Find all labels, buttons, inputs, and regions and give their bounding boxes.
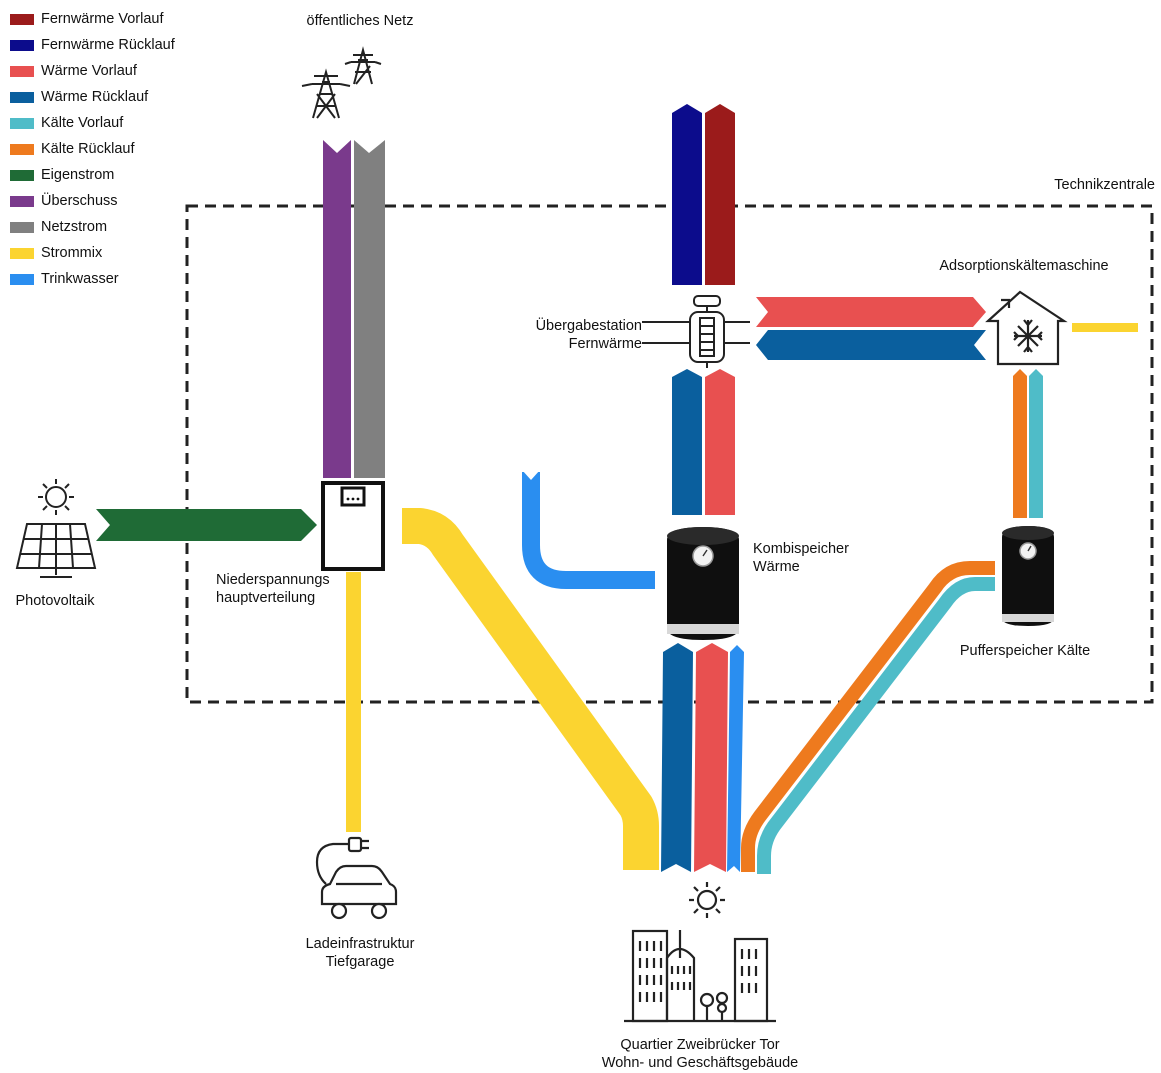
nshv-label: Niederspannungs hauptverteilung [216,571,330,607]
legend-item: Kälte Rücklauf [10,136,175,162]
grid-label: öffentliches Netz [306,13,414,29]
storage-tank-icon [1002,526,1054,626]
legend-item: Eigenstrom [10,162,175,188]
nshv-label-line2: hauptverteilung [216,590,316,606]
kombispeicher-label-line2: Wärme [753,559,800,575]
legend-label: Trinkwasser [41,271,119,287]
cooling-house-icon [985,290,1068,366]
legend-swatch [10,91,34,103]
nshv-label-line1: Niederspannungs [216,572,330,588]
flow-waerme-ruecklauf-adsorption [756,330,986,360]
adsorption-label: Adsorptionskältemaschine [939,258,1109,274]
legend-item: Wärme Rücklauf [10,84,175,110]
ladeinfrastruktur-label-line2: Tiefgarage [325,954,395,970]
legend-label: Fernwärme Rücklauf [41,37,175,53]
legend: Fernwärme Vorlauf Fernwärme Rücklauf Wär… [10,6,175,292]
uebergabe-label-line2: Fernwärme [568,336,642,352]
legend-item: Wärme Vorlauf [10,58,175,84]
legend-item: Überschuss [10,188,175,214]
substation-valve-icon [642,295,750,368]
flow-trinkwasser-kombi [522,472,655,589]
flow-eigenstrom [96,509,317,541]
flow-trinkwasser-notch [522,470,540,480]
legend-item: Netzstrom [10,214,175,240]
legend-label: Strommix [41,245,103,261]
technikzentrale-boundary [185,204,1154,704]
legend-swatch [10,195,34,207]
switchboard-icon [321,481,385,571]
flow-strommix-adsorption [1072,323,1138,332]
legend-label: Eigenstrom [41,167,115,183]
flow-kaelte-vorlauf-quartier [757,577,995,874]
legend-swatch [10,13,34,25]
pufferspeicher-label: Pufferspeicher Kälte [959,643,1091,659]
legend-swatch [10,39,34,51]
flow-waerme-ruecklauf-quartier [661,643,693,872]
flow-strommix-quartier [402,508,659,870]
legend-swatch [10,65,34,77]
legend-item: Fernwärme Vorlauf [10,6,175,32]
legend-item: Fernwärme Rücklauf [10,32,175,58]
quartier-label-line1: Quartier Zweibrücker Tor [620,1037,780,1053]
flow-netzstrom [354,140,385,478]
flow-kaelte-ruecklauf-puffer [1013,369,1027,518]
flow-trinkwasser-quartier [727,645,744,872]
flow-waerme-vorlauf-quartier [694,643,728,872]
legend-label: Kälte Rücklauf [41,141,135,157]
flow-fernwaerme-ruecklauf [672,104,702,285]
legend-label: Überschuss [41,193,118,209]
kombispeicher-label: Kombispeicher Wärme [753,540,849,576]
legend-label: Kälte Vorlauf [41,115,124,131]
flow-kaelte-vorlauf-puffer [1029,369,1043,518]
legend-swatch [10,247,34,259]
photovoltaik-label: Photovoltaik [15,593,95,609]
legend-label: Fernwärme Vorlauf [41,11,164,27]
legend-swatch [10,169,34,181]
legend-item: Trinkwasser [10,266,175,292]
legend-label: Netzstrom [41,219,108,235]
solar-panel-icon [15,479,97,578]
flow-waerme-vorlauf-kombi [705,369,735,515]
legend-label: Wärme Rücklauf [41,89,149,105]
flow-waerme-ruecklauf-kombi [672,369,702,515]
ladeinfrastruktur-label-line1: Ladeinfrastruktur [305,936,415,952]
technikzentrale-label: Technikzentrale [1054,177,1155,193]
flow-fernwaerme-vorlauf [705,104,735,285]
flow-kaelte-ruecklauf-quartier [741,561,995,872]
legend-item: Kälte Vorlauf [10,110,175,136]
ev-charging-icon [315,836,398,920]
storage-tank-icon [667,527,739,640]
flow-ueberschuss [323,140,351,478]
flow-waerme-vorlauf-adsorption [756,297,986,327]
quartier-label: Quartier Zweibrücker Tor Wohn- und Gesch… [570,1036,830,1072]
legend-item: Strommix [10,240,175,266]
ladeinfrastruktur-label: Ladeinfrastruktur Tiefgarage [280,935,440,971]
quartier-label-line2: Wohn- und Geschäftsgebäude [601,1055,799,1071]
city-buildings-icon [624,882,776,1023]
power-pylon-icon [301,46,382,119]
flow-strommix-lade [346,572,361,832]
legend-label: Wärme Vorlauf [41,63,137,79]
legend-swatch [10,143,34,155]
legend-swatch [10,117,34,129]
uebergabe-label: Übergabestation Fernwärme [490,317,642,353]
flow-strommix-notch [388,508,402,544]
kombispeicher-label-line1: Kombispeicher [753,541,849,557]
legend-swatch [10,273,34,285]
uebergabe-label-line1: Übergabestation [535,318,642,334]
legend-swatch [10,221,34,233]
